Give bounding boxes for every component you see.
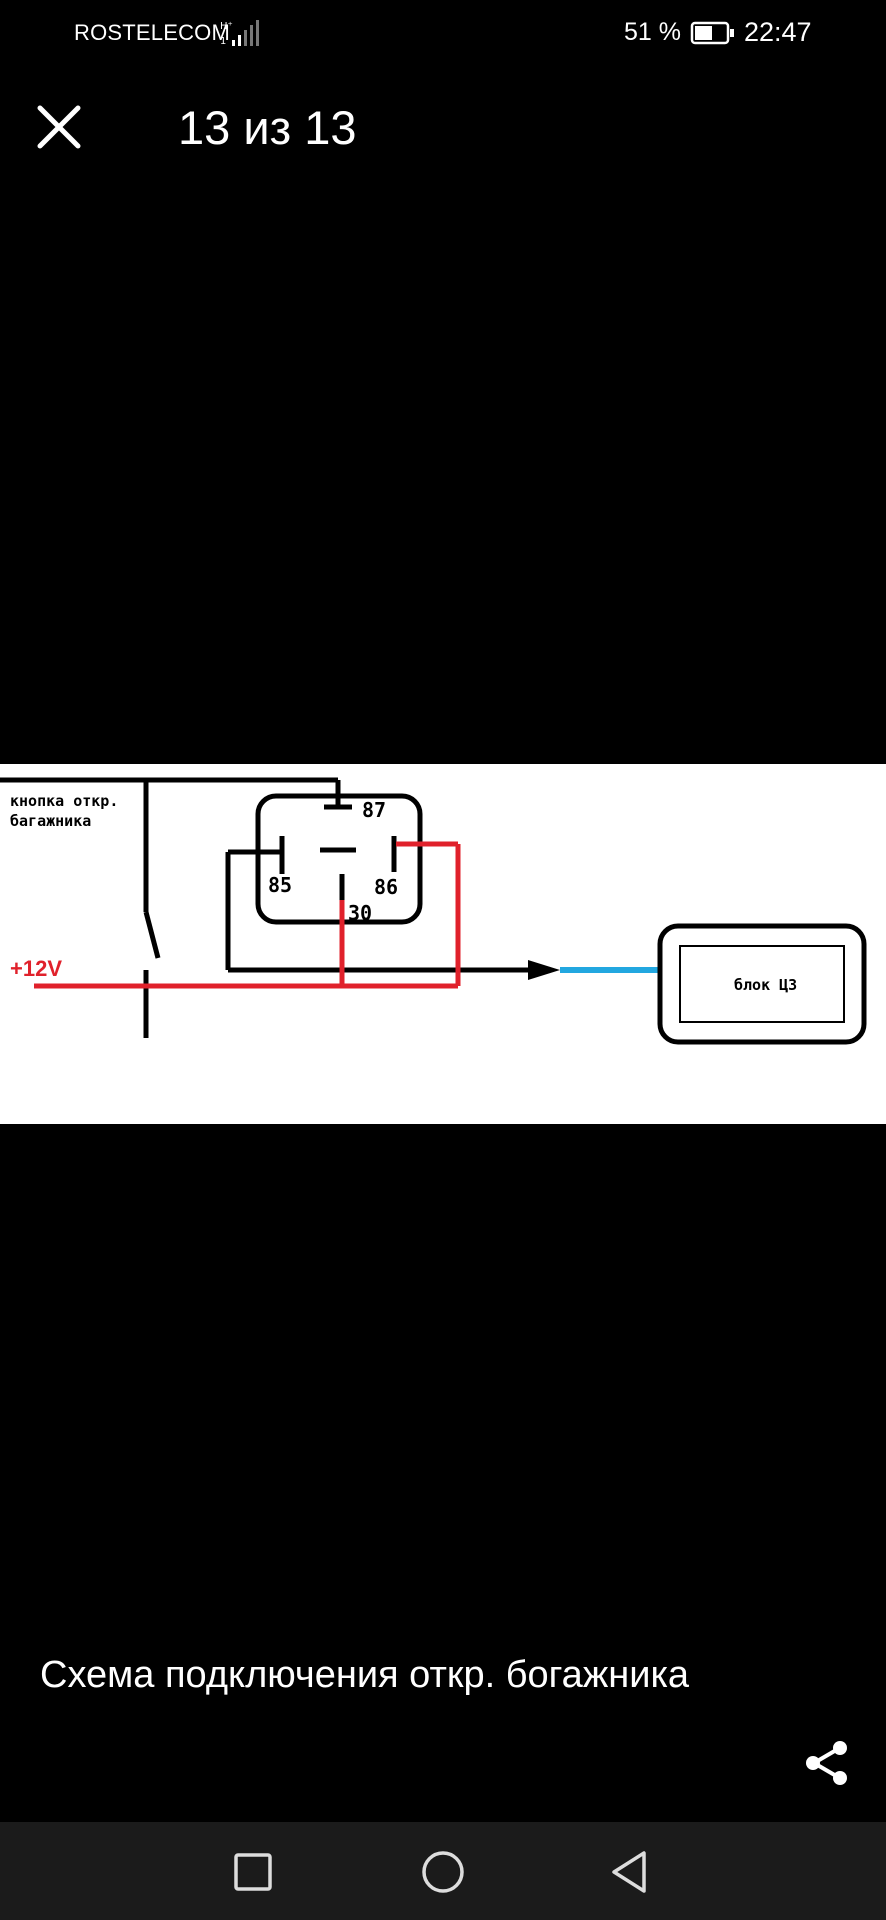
button-label-line1: кнопка откр. [10,792,118,810]
button-label-line2: багажника [10,812,91,830]
button-switch-contact [143,911,161,959]
pin-86-label: 86 [374,875,398,899]
system-navigation-bar [0,1822,886,1920]
recents-square-icon [234,1853,272,1891]
block-label: блок ЦЗ [734,976,797,994]
pin-87-label: 87 [362,798,386,822]
clock: 22:47 [744,17,812,47]
battery-percent: 51 % [624,18,681,46]
back-button[interactable] [606,1846,658,1898]
svg-text:1: 1 [220,36,226,47]
arrow-head [528,960,560,980]
status-bar: ROSTELECOM H⁺ 1 51 % 22:47 [0,0,886,68]
carrier-name: ROSTELECOM [74,20,231,45]
pin-85-label: 85 [268,873,292,897]
home-circle-icon [422,1851,464,1893]
network-signal-icon: H⁺ 1 [220,20,259,47]
central-lock-block-outer [657,923,867,1045]
battery-icon [690,21,734,45]
back-triangle-icon [612,1851,646,1893]
image-counter: 13 из 13 [178,101,357,154]
share-icon [806,1741,847,1785]
svg-text:H⁺: H⁺ [220,21,233,32]
image-caption: Схема подключения откр. богажника [40,1654,690,1696]
supply-label: +12V [10,956,62,981]
wiring-diagram: кнопка откр. багажника +12V 87 85 86 30 … [0,777,867,1045]
recents-button[interactable] [227,1846,279,1898]
share-button[interactable] [800,1736,854,1790]
pin-30-label: 30 [348,901,372,925]
relay-body [255,793,423,925]
viewer-image[interactable]: кнопка откр. багажника +12V 87 85 86 30 … [0,764,886,1124]
close-icon [37,105,81,149]
home-button[interactable] [417,1846,469,1898]
central-lock-block-inner [679,945,845,1023]
close-button[interactable] [32,100,86,154]
